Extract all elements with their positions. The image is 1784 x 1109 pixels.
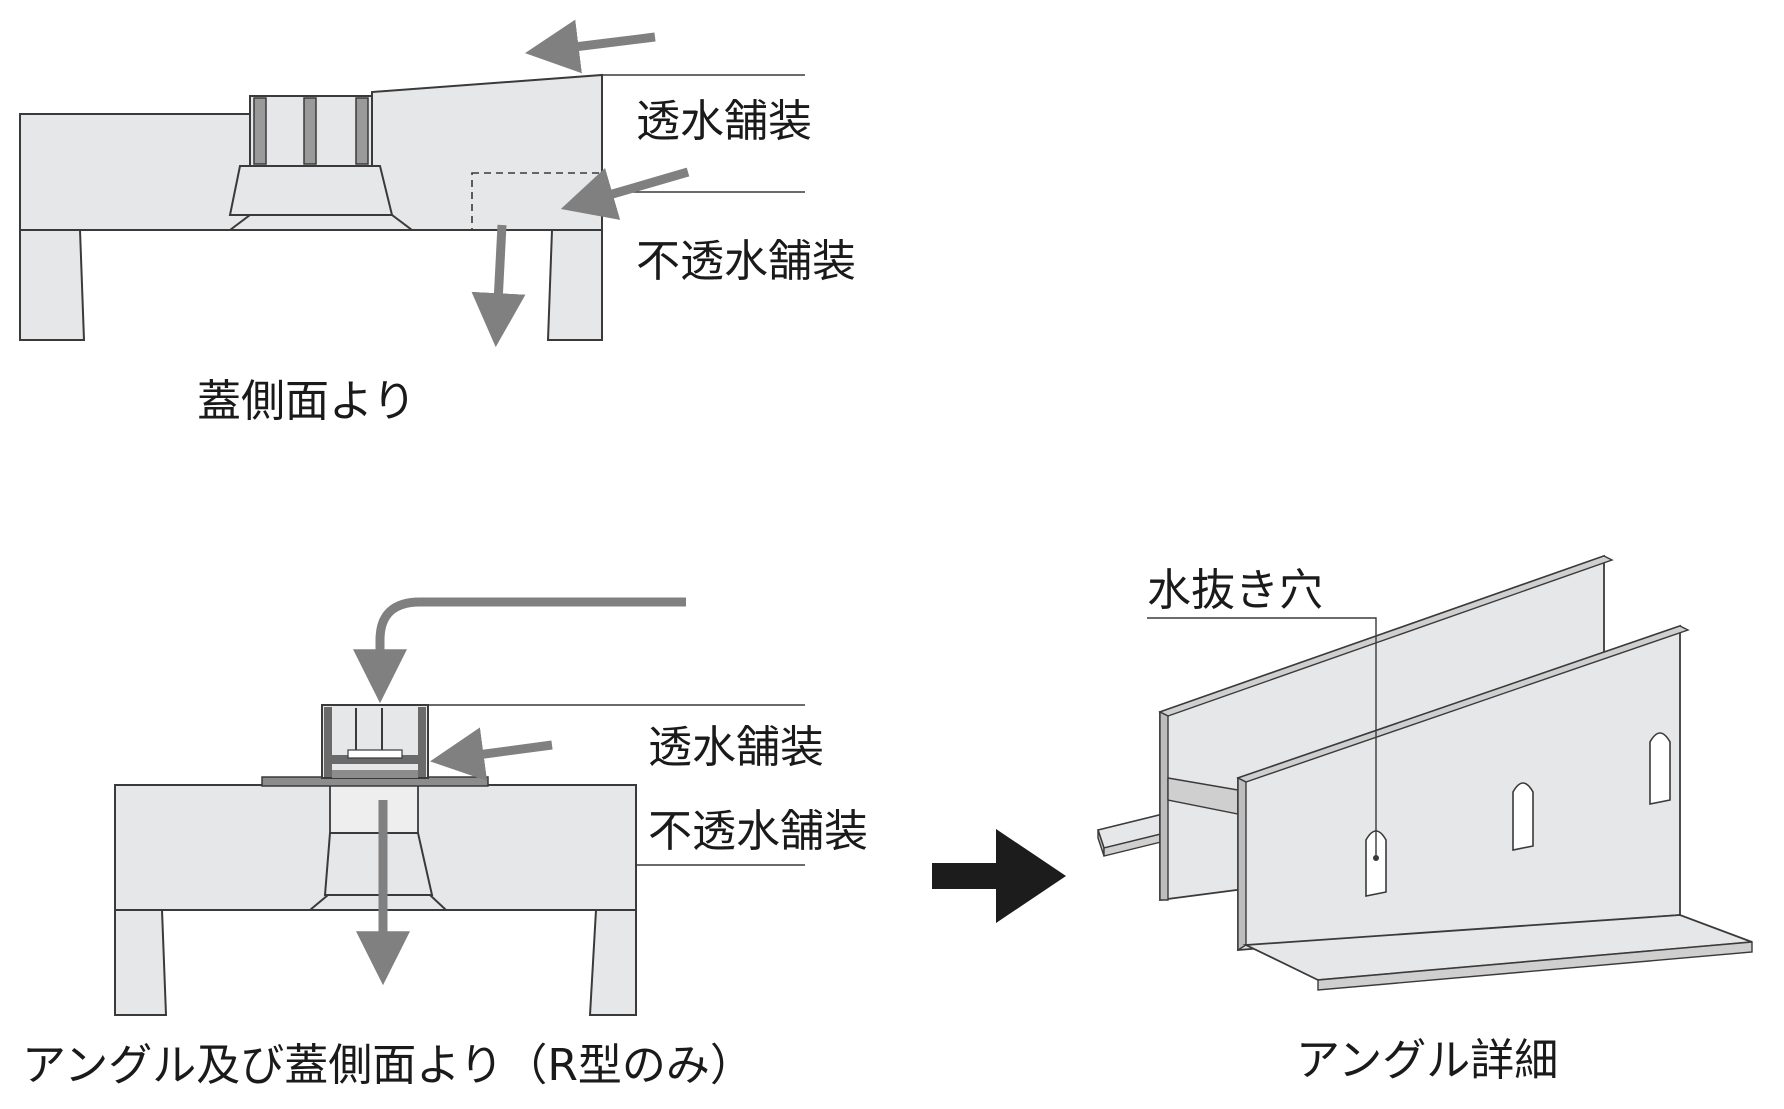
arrow-icon — [471, 224, 526, 348]
drain-slot — [1365, 830, 1387, 897]
top-section-diagram: 透水舗装 不透水舗装 蓋側面より — [19, 19, 856, 427]
arrow-icon — [353, 597, 686, 704]
bottom-caption: アングル及び蓋側面より（R型のみ） — [22, 1040, 754, 1091]
bottom-drain-channel — [329, 784, 419, 834]
drain-slot — [1512, 782, 1534, 851]
arrow-icon — [524, 19, 656, 74]
angle-front-plate-end — [1237, 776, 1247, 952]
angle-detail-illustration: 水抜き穴 アングル詳細 — [1096, 554, 1753, 1086]
bottom-label-impermeable: 不透水舗装 — [648, 806, 868, 857]
arrow-icon — [430, 727, 553, 781]
drain-hole-slots — [1365, 732, 1671, 897]
angle-back-plate-end — [1159, 710, 1169, 901]
drain-slot — [1649, 732, 1671, 805]
angle-detail-caption: アングル詳細 — [1296, 1035, 1558, 1086]
drain-hole-leader-dot — [1373, 855, 1379, 861]
drain-hole-leader — [1147, 617, 1377, 858]
top-caption: 蓋側面より — [197, 376, 416, 427]
bottom-grate — [321, 704, 429, 779]
right-arrow-icon — [932, 829, 1066, 923]
bottom-label-permeable: 透水舗装 — [648, 722, 824, 773]
bottom-section-diagram: 透水舗装 不透水舗装 アングル及び蓋側面より（R型のみ） — [22, 597, 868, 1091]
top-grate — [249, 95, 373, 167]
drain-hole-label: 水抜き穴 — [1147, 565, 1323, 616]
angle-front-flange-edge — [1317, 941, 1753, 991]
top-label-permeable: 透水舗装 — [636, 96, 812, 147]
top-label-impermeable: 不透水舗装 — [636, 236, 856, 287]
arrow-icon — [560, 167, 690, 220]
top-grate-seat — [228, 165, 394, 216]
